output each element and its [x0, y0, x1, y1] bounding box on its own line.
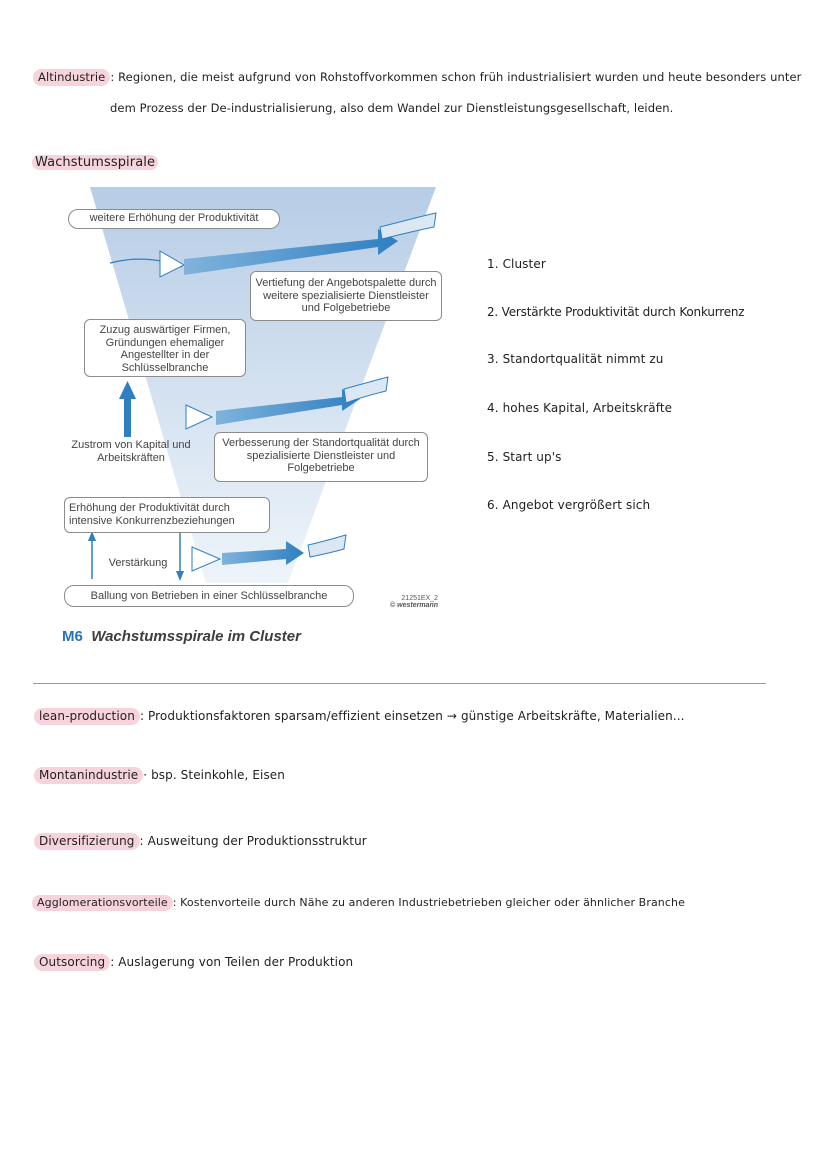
box-weitere-erhoehung: weitere Erhöhung der Produktivität	[68, 209, 280, 229]
label-zustrom: Zustrom von Kapital und Arbeitskräften	[71, 439, 191, 464]
figure-credit: 21251EX_2 © westermann	[390, 595, 438, 609]
definition-outsorcing: Outsorcing: Auslagerung von Teilen der P…	[34, 954, 353, 971]
term-agglomerationsvorteile: Agglomerationsvorteile	[32, 895, 173, 911]
box-verbesserung: Verbesserung der Standortqualität durch …	[214, 432, 428, 482]
caption-title: Wachstumsspirale im Cluster	[91, 628, 301, 645]
spiral-chevron-bottom	[191, 546, 222, 572]
term-altindustrie: Altindustrie	[33, 69, 111, 86]
definition-diversifizierung: Diversifizierung: Ausweitung der Produkt…	[34, 833, 367, 850]
arrow-up-head	[119, 381, 136, 399]
definition-montanindustrie: Montanindustrie· bsp. Steinkohle, Eisen	[34, 767, 285, 784]
list-item-3: 3. Standortqualität nimmt zu	[487, 352, 664, 366]
caption-id: M6	[62, 628, 83, 645]
label-verstaerkung: Verstärkung	[108, 557, 168, 569]
arrow-up-shaft	[124, 397, 131, 437]
section-title: Wachstumsspirale	[32, 155, 159, 170]
spiral-tail-top	[379, 212, 437, 240]
box-erhoehung: Erhöhung der Produktivität durch intensi…	[64, 497, 270, 533]
definition-lean-production: lean-production: Produktionsfaktoren spa…	[34, 708, 685, 725]
list-item-4: 4. hohes Kapital, Arbeitskräfte	[487, 401, 673, 415]
term-lean-production: lean-production	[34, 708, 140, 725]
altindustrie-line-2: dem Prozess der De-industrialisierung, a…	[110, 101, 674, 115]
growth-spiral-figure: weitere Erhöhung der Produktivität Verti…	[58, 185, 448, 655]
term-montanindustrie: Montanindustrie	[34, 767, 144, 784]
spiral-chevron-mid	[185, 404, 214, 430]
spiral-tail-mid	[343, 376, 389, 404]
box-vertiefung: Vertiefung der Angebotspalette durch wei…	[250, 271, 442, 321]
figure-caption: M6 Wachstumsspirale im Cluster	[62, 628, 301, 645]
spiral-tail-bottom	[307, 534, 347, 558]
section-divider	[33, 683, 766, 684]
box-zuzug: Zuzug auswärtiger Firmen, Gründungen ehe…	[84, 319, 246, 377]
list-item-5: 5. Start up's	[487, 450, 562, 464]
spiral-arrow-top	[184, 229, 398, 275]
spiral-arrow-mid	[216, 389, 360, 425]
spiral-chevron-top	[159, 250, 186, 278]
list-item-2: 2. Verstärkte Produktivität durch Konkur…	[487, 305, 745, 319]
list-item-1: 1. Cluster	[487, 257, 546, 271]
altindustrie-line-1: Altindustrie: Regionen, die meist aufgru…	[33, 69, 802, 86]
term-diversifizierung: Diversifizierung	[34, 833, 140, 850]
box-ballung: Ballung von Betrieben in einer Schlüssel…	[64, 585, 354, 607]
spiral-arrow-bottom	[222, 541, 304, 565]
term-outsorcing: Outsorcing	[34, 954, 111, 971]
definition-agglomerationsvorteile: Agglomerationsvorteile: Kostenvorteile d…	[32, 895, 685, 911]
altindustrie-text-1: : Regionen, die meist aufgrund von Rohst…	[110, 70, 802, 84]
list-item-6: 6. Angebot vergrößert sich	[487, 498, 651, 512]
